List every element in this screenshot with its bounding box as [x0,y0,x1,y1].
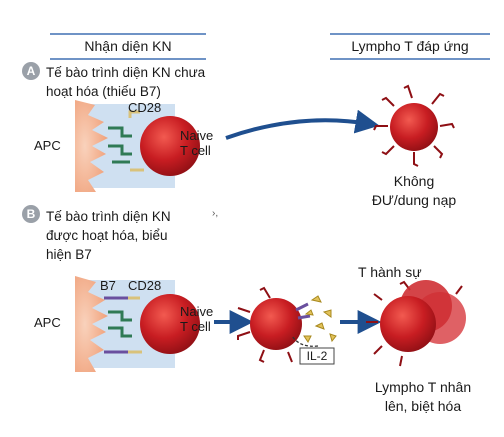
panel-b-proliferating-tcells [366,280,466,367]
panel-b-naive-tcell [140,294,200,354]
left-header-rule-top [50,33,206,35]
panel-b-b7-label: B7 [100,278,116,293]
panel-a-naive-tcell [140,116,200,176]
effector-tcell-label: T hành sự [358,264,422,280]
panel-b-naive-line2: T cell [180,319,211,334]
il2-label-box [299,347,335,365]
panel-a-naive-line2: T cell [180,143,211,158]
il2-feedback-arrow [291,335,319,347]
panel-a-description: Tế bào trình diện KN chưa hoạt hóa (thiế… [46,63,205,101]
panel-a-naive-line1: Naive [180,128,214,143]
panel-b-outcome-line1: Lympho T nhân [374,379,472,395]
panel-a-description-line2: hoạt hóa (thiếu B7) [46,84,161,99]
panel-b-mhc-receptors [108,310,132,338]
panel-b-apc [75,276,108,372]
panel-b-outcome-line2: lên, biệt hóa [384,398,462,414]
right-header: Lympho T đáp ứng [351,38,469,54]
panel-a-arrow [225,109,380,140]
panel-b-naive-tcell-label: Naive T cell [180,304,213,334]
panel-a-apc [75,100,108,192]
panel-b-badge: B [22,205,40,223]
panel-b-description-line3: hiện B7 [46,247,92,262]
panel-b-description-line2: được hoạt hóa, biểu [46,228,168,243]
panel-a-mhc-receptors [108,126,132,164]
panel-a-outcome-line2: ĐƯ/dung nạp [371,192,457,208]
panel-a-description-line1: Tế bào trình diện KN chưa [46,65,206,80]
panel-a-cd28-label: CD28 [128,100,162,115]
panel-b-cd28-receptor [128,296,142,354]
right-header-rule-bottom [330,58,490,60]
il2-molecules [303,295,337,343]
left-header-rule-bottom [50,58,206,60]
panel-b-description: Tế bào trình diện KN được hoạt hóa, biểu… [46,207,171,264]
panel-a-anergic-tcell [373,84,455,167]
il2-label: IL-2 [306,349,328,363]
panel-a-apc-label: APC [34,138,61,153]
panel-b-naive-line1: Naive [180,304,214,319]
panel-b-cd28-label: CD28 [128,278,162,293]
panel-b-stray-mark: ›, [212,208,219,219]
left-header: Nhận diện KN [84,38,172,54]
panel-a-outcome: Không ĐƯ/dung nạp [354,172,474,210]
right-header-rule-top [330,33,490,35]
panel-b-outcome: Lympho T nhân lên, biệt hóa [358,378,488,416]
panel-b-apc-label: APC [34,315,61,330]
panel-a-cd28-receptor [128,110,144,172]
panel-b-description-line1: Tế bào trình diện KN [46,209,171,224]
panel-b-b7-receptor [104,296,128,354]
panel-a-outcome-line1: Không [393,173,435,189]
panel-a-naive-tcell-label: Naive T cell [180,128,213,158]
panel-b-activated-tcell [237,286,311,363]
panel-a-badge: A [22,62,40,80]
